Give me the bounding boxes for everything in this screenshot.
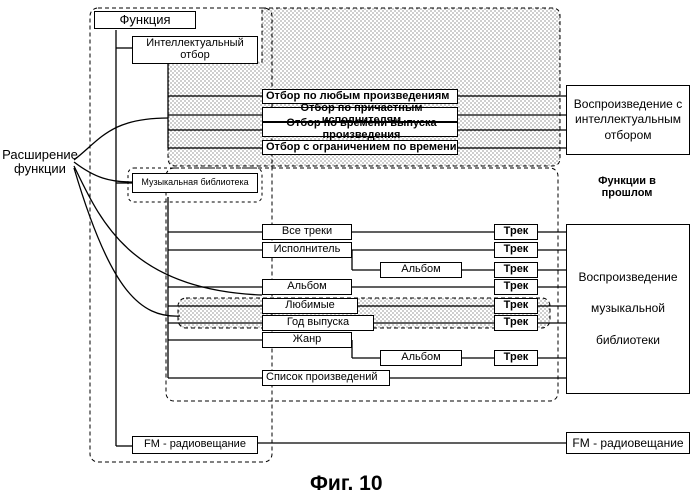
music-library-box: Музыкальная библиотека [132, 173, 258, 193]
fm-radio-box: FM - радиовещание [132, 436, 258, 454]
track-box: Трек [494, 279, 538, 295]
sub-album-box: Альбом [380, 350, 462, 366]
track-box: Трек [494, 298, 538, 314]
expansion-label: Расширение функции [2, 148, 78, 177]
fm-playback-box: FM - радиовещание [566, 432, 690, 454]
library-item-all-tracks: Все треки [262, 224, 352, 240]
library-item-album: Альбом [262, 279, 352, 295]
track-box: Трек [494, 350, 538, 366]
library-playback-box: Воспроизведение музыкальной библиотеки [566, 224, 690, 394]
track-box: Трек [494, 224, 538, 240]
library-item-artist: Исполнитель [262, 242, 352, 258]
function-box: Функция [94, 11, 196, 29]
track-box: Трек [494, 262, 538, 278]
smart-playback-box: Воспроизведение с интеллектуальным отбор… [566, 85, 690, 155]
library-item-year: Год выпуска [262, 315, 374, 331]
past-functions-label: Функции в прошлом [590, 175, 664, 199]
smart-select-item: Отбор по времени выпуска произведения [262, 122, 458, 137]
library-item-favorites: Любимые [262, 298, 358, 314]
track-box: Трек [494, 315, 538, 331]
library-item-song-list: Список произведений [262, 370, 390, 386]
smart-select-box: Интеллектуальный отбор [132, 36, 258, 64]
smart-select-item: Отбор с ограничением по времени [262, 140, 458, 155]
library-item-genre: Жанр [262, 332, 352, 348]
track-box: Трек [494, 242, 538, 258]
sub-album-box: Альбом [380, 262, 462, 278]
figure-caption: Фиг. 10 [310, 472, 383, 496]
